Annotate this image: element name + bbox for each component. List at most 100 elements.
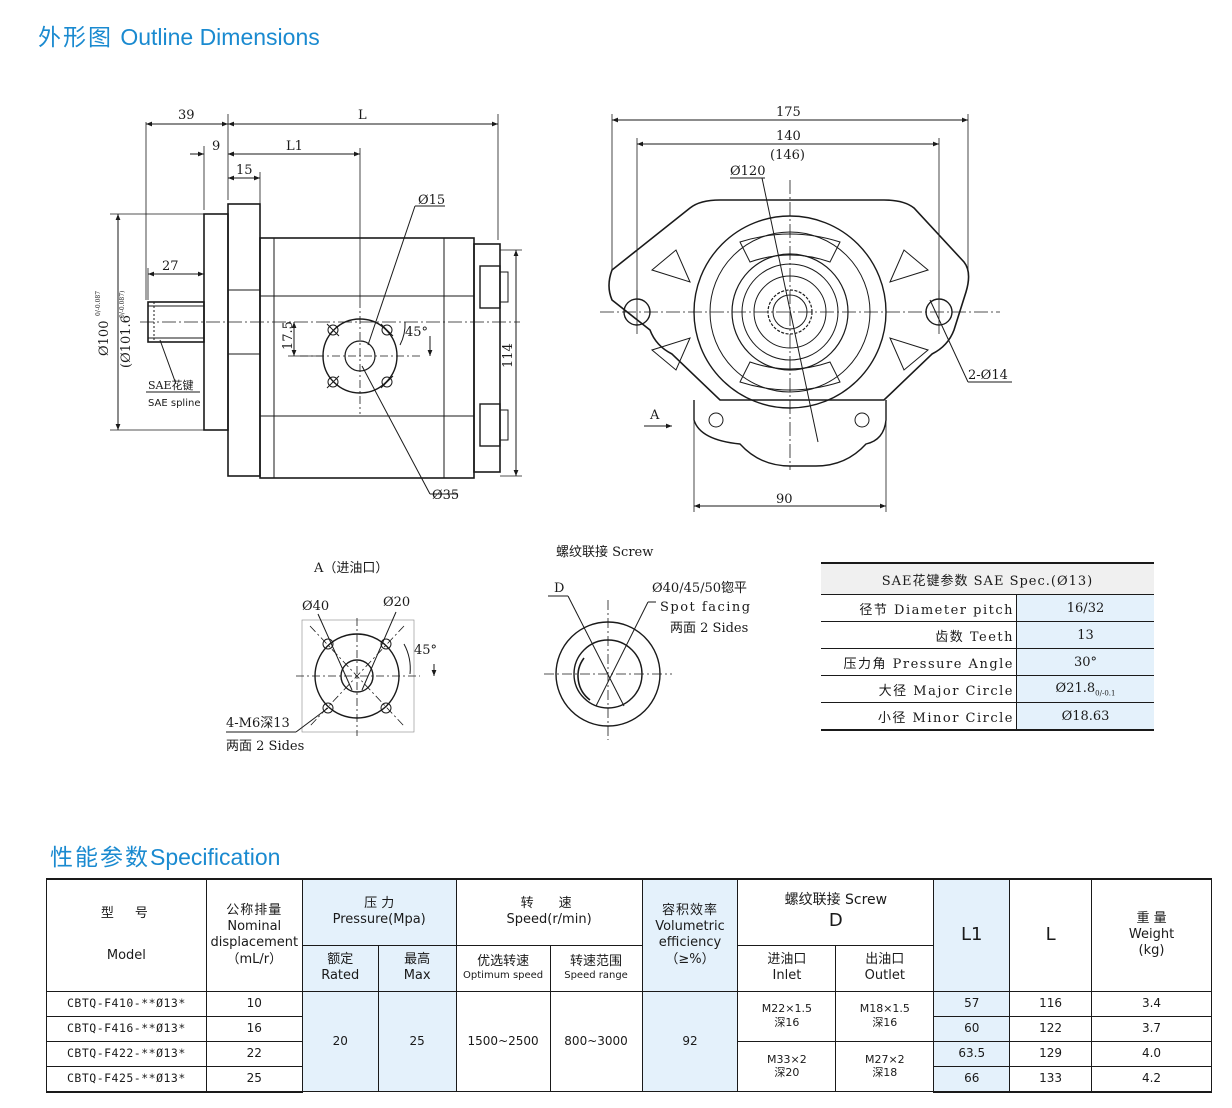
header-disp-unit: （mL/r） — [226, 951, 283, 967]
table-row: CBTQ-F410-**Ø13* 10 20 25 1500~2500 800~… — [46, 990, 1212, 1092]
header-weight-zh: 重 量 — [1136, 910, 1167, 926]
header-eff-en1: Volumetric — [655, 919, 725, 934]
dia-35: Ø35 — [432, 488, 459, 503]
header-disp-en2: displacement — [210, 935, 299, 951]
dia-101-6-tol: 0/-0.087) — [119, 291, 126, 318]
thread-4-m6: 4-M6深13 — [226, 716, 290, 731]
pump-body — [259, 237, 475, 479]
header-rated-en: Rated — [321, 968, 360, 983]
side-view-labels: 39 L 9 L1 15 27 Ø15 Ø35 45° 17.5 114 Ø10… — [95, 108, 516, 503]
outlet-b-thread: M27×2 — [864, 1052, 905, 1066]
side-view — [110, 114, 522, 495]
header-screw-d: D — [828, 909, 843, 931]
header-outlet-zh: 出油口 — [865, 951, 905, 967]
table-row: 齿数 Teeth 13 — [821, 621, 1154, 649]
flange — [227, 203, 261, 477]
cell-L: 116 — [1009, 990, 1093, 1017]
dia-100-tol: 0/-0.087 — [95, 291, 102, 316]
spec-title-zh: 性能参数 — [50, 845, 150, 871]
sae-value: 16/32 — [1016, 594, 1154, 622]
dim-15: 15 — [236, 163, 253, 178]
dim-39: 39 — [178, 108, 195, 123]
dim-90: 90 — [776, 492, 793, 507]
header-screw-zh: 螺纹联接 Screw — [784, 892, 888, 909]
dia-101-6: (Ø101.6 — [119, 315, 134, 368]
outlet-a-depth: 深16 — [872, 1016, 898, 1029]
header-range-en: Speed range — [564, 969, 628, 981]
header-L: L — [1009, 878, 1093, 992]
front-view-labels: 175 140 (146) Ø120 2-Ø14 90 A — [649, 105, 1008, 507]
header-screw: 螺纹联接 Screw D — [737, 878, 935, 946]
view-a-sides: 两面 2 Sides — [226, 739, 304, 754]
screw-view — [544, 595, 672, 740]
header-max: 最高 Max — [377, 944, 457, 992]
cell-L: 133 — [1009, 1065, 1093, 1093]
screw-view-labels: 螺纹联接 Screw D Ø40/45/50锪平 Spot facing 两面 … — [554, 544, 752, 636]
header-displacement: 公称排量 Nominal displacement （mL/r） — [205, 878, 303, 992]
header-speed: 转 速 Speed(r/min) — [455, 878, 643, 946]
inlet-a-depth: 深16 — [774, 1016, 800, 1029]
holes-2-dia-14: 2-Ø14 — [968, 368, 1008, 383]
cell-model: CBTQ-F422-**Ø13* — [46, 1040, 207, 1067]
sae-spec-table: SAE花键参数 SAE Spec.(Ø13) 径节 Diameter pitch… — [821, 562, 1154, 731]
dim-L1: L1 — [286, 139, 303, 154]
table-row: 径节 Diameter pitch 16/32 — [821, 594, 1154, 622]
outline-drawing: 39 L 9 L1 15 27 Ø15 Ø35 45° 17.5 114 Ø10… — [95, 105, 1012, 754]
cell-outlet-a: M18×1.5 深16 — [835, 990, 935, 1042]
cell-model: CBTQ-F425-**Ø13* — [46, 1065, 207, 1093]
header-optimum: 优选转速 Optimum speed — [455, 944, 551, 992]
header-model-en: Model — [106, 948, 146, 964]
header-weight-unit: (kg) — [1138, 943, 1165, 959]
header-max-en: Max — [403, 968, 431, 983]
cell-range: 800~3000 — [549, 990, 643, 1092]
header-range-zh: 转速范围 — [570, 953, 623, 969]
header-speed-zh: 转 速 — [520, 896, 578, 911]
cell-disp: 10 — [205, 990, 303, 1017]
cell-disp: 25 — [205, 1065, 303, 1093]
cell-L1: 57 — [933, 990, 1011, 1017]
dia-120: Ø120 — [730, 164, 765, 179]
header-eff-en2: efficiency — [658, 935, 722, 951]
dim-L: L — [358, 108, 367, 123]
dia-20: Ø20 — [383, 595, 410, 610]
dim-175: 175 — [776, 105, 801, 120]
spec-title: 性能参数Specification — [50, 838, 280, 872]
sae-value-cell: Ø21.80/-0.1 — [1016, 675, 1154, 703]
outline-title-zh: 外形图 — [38, 25, 113, 51]
cell-optimum: 1500~2500 — [455, 990, 551, 1092]
angle-45-a: 45° — [414, 643, 437, 658]
inlet-a-thread: M22×1.5 — [761, 1002, 812, 1016]
sae-label: 压力角 Pressure Angle — [821, 648, 1017, 676]
cell-L: 129 — [1009, 1040, 1093, 1067]
header-inlet-zh: 进油口 — [767, 951, 807, 967]
cell-L1: 66 — [933, 1065, 1011, 1093]
inlet-b-depth: 深20 — [774, 1066, 800, 1080]
header-inlet-en: Inlet — [772, 968, 802, 983]
table-row: CBTQ-F416-**Ø13* 16 60 122 3.7 — [46, 1015, 1212, 1042]
header-pressure: 压 力 Pressure(Mpa) — [301, 878, 457, 946]
dim-146: (146) — [770, 148, 805, 163]
cell-weight: 4.0 — [1091, 1040, 1212, 1067]
view-arrow-a: A — [649, 408, 660, 423]
header-opt-en: Optimum speed — [463, 969, 544, 981]
cell-weight: 3.4 — [1091, 990, 1212, 1017]
header-max-zh: 最高 — [404, 951, 431, 967]
table-row: CBTQ-F425-**Ø13* 25 66 133 4.2 — [46, 1065, 1212, 1093]
dia-100: Ø100 — [97, 321, 112, 356]
sae-value: Ø21.8 — [1055, 680, 1096, 696]
spot-facing-en: Spot facing — [660, 600, 752, 615]
cell-model: CBTQ-F410-**Ø13* — [46, 990, 207, 1017]
cell-weight: 4.2 — [1091, 1065, 1212, 1093]
sae-tolerance: 0/-0.1 — [1095, 689, 1116, 698]
header-inlet: 进油口 Inlet — [737, 944, 837, 992]
outlet-a-thread: M18×1.5 — [859, 1002, 910, 1016]
sae-label: 径节 Diameter pitch — [821, 594, 1017, 622]
sae-label: 大径 Major Circle — [821, 675, 1017, 703]
header-outlet-en: Outlet — [864, 968, 905, 983]
outline-title: 外形图 Outline Dimensions — [38, 18, 320, 52]
header-rated: 额定 Rated — [301, 944, 379, 992]
dim-140: 140 — [776, 129, 801, 144]
cell-L: 122 — [1009, 1015, 1093, 1042]
inlet-b-thread: M33×2 — [767, 1052, 807, 1066]
dim-9: 9 — [212, 139, 220, 154]
